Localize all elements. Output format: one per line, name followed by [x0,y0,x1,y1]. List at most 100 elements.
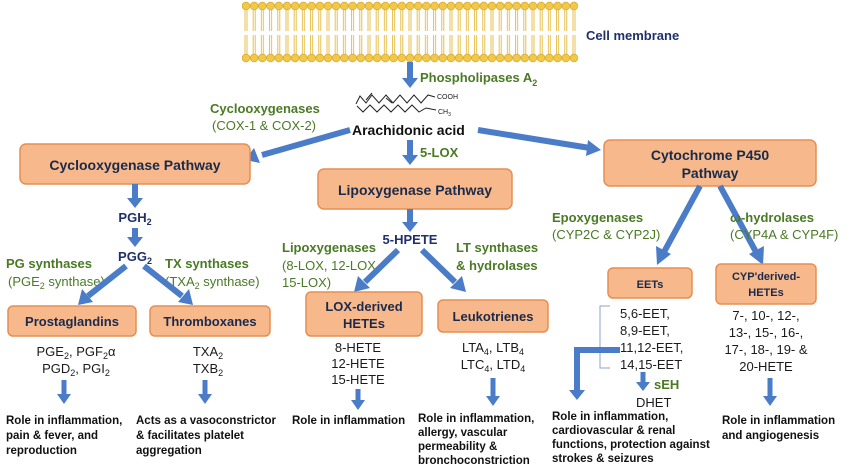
role-text-line: cardiovascular & renal [552,425,675,437]
arrow-hete-to-role [351,389,365,410]
arrow-eet-to-role [569,347,620,400]
eet-bracket [599,305,610,369]
cyp-hete-list-item: 7-, 10-, 12-, [732,308,799,323]
cytochrome-p450-pathway-box: Cytochrome P450 Pathway [603,139,817,187]
arrow-cox-to-pgh2 [127,184,143,208]
role-text-line: aggregation [136,445,202,457]
leukotrienes-title: Leukotrienes [453,309,534,324]
phospholipases-label: Phospholipases A2 [420,70,537,88]
cell-membrane-label: Cell membrane [586,28,679,43]
dhet-label: DHET [636,395,671,410]
lt-synthases-label: LT synthases [456,240,538,255]
eets-box: EETs [607,267,693,299]
eet-list-item: 8,9-EET, [620,323,670,338]
cell-membrane-graphic [242,0,578,64]
lox-derived-hetes-title-line1: LOX-derived [325,299,402,314]
pge2-synthase-label: (PGE2 synthase) [8,274,105,291]
5-lox-label: 5-LOX [420,145,459,160]
pgg2-label: PGG2 [118,249,152,266]
arrow-cyp-to-eets [656,184,703,265]
cytochrome-p450-title-line2: Pathway [682,165,739,181]
lipoxygenase-pathway-title: Lipoxygenase Pathway [338,182,492,198]
lipoxygenases-isoforms-line2: 15-LOX) [282,275,331,290]
role-text-line: and angiogenesis [722,430,819,442]
role-eets: Role in inflammation, cardiovascular & r… [552,411,710,465]
eet-list-item: 14,15-EET [620,357,682,372]
arachidonic-acid-structure [355,92,437,113]
pg-list-line2: PGD2, PGI2 [42,361,110,378]
tx-synthases-label: TX synthases [165,256,249,271]
tx-list-line1: TXA2 [193,344,223,361]
thromboxanes-box: Thromboxanes [149,305,271,337]
arrow-lox-to-5hpete [402,209,418,232]
epoxygenases-label: Epoxygenases [552,210,643,225]
cyp-derived-hetes-title-line1: CYP'derived- [732,271,800,283]
role-text-line: strokes & seizures [552,453,654,465]
hete-list-item: 8-HETE [335,340,382,355]
arrow-pgh2-to-pgg2 [127,228,143,247]
cyclooxygenases-label: Cyclooxygenases [210,101,320,116]
arrow-cyp-to-cyp-hetes [717,184,764,265]
arrow-membrane-to-aa [402,62,418,88]
cytochrome-p450-title-line1: Cytochrome P450 [651,147,769,163]
arrow-pg-to-role [57,380,71,404]
role-text-line: Acts as a vasoconstrictor [136,415,277,427]
role-cyp-hetes: Role in inflammation and angiogenesis [722,415,835,442]
cyclooxygenase-pathway-box: Cyclooxygenase Pathway [19,143,251,185]
leukotrienes-box: Leukotrienes [437,299,549,333]
role-leukotrienes: Role in inflammation, allergy, vascular … [418,413,534,467]
pg-synthases-label: PG synthases [6,256,92,271]
eet-list-item: 11,12-EET, [620,340,683,355]
prostaglandins-title: Prostaglandins [25,314,119,329]
omega-hydrolases-isoforms-label: (CYP4A & CYP4F) [730,227,838,242]
role-text-line: & facilitates platelet [136,430,244,442]
role-text-line: Role in inflammation, [552,411,668,423]
arrow-5hpete-to-leukotrienes [419,247,466,292]
eet-list-item: 5,6-EET, [620,306,670,321]
role-text-line: allergy, vascular [418,427,508,439]
role-text-line: bronchoconstriction [418,455,530,467]
lt-list-line1: LTA4, LTB4 [462,340,524,357]
arrow-aa-to-lox [402,140,418,165]
lipoxygenases-label: Lipoxygenases [282,240,376,255]
omega-hydrolases-label: ω-hydrolases [730,210,814,225]
role-thromboxanes: Acts as a vasoconstrictor & facilitates … [136,415,277,457]
seh-label: sEH [654,377,679,392]
role-prostaglandins: Role in inflammation, pain & fever, and … [6,415,122,457]
role-lox-hetes: Role in inflammation [292,415,405,427]
cyclooxygenase-pathway-title: Cyclooxygenase Pathway [49,157,220,173]
lipoxygenases-isoforms-line1: (8-LOX, 12-LOX, [282,258,380,273]
epoxygenases-isoforms-label: (CYP2C & CYP2J) [552,227,660,242]
arrow-pgg2-to-thromboxanes [142,263,193,305]
cox-isoforms-label: (COX-1 & COX-2) [212,118,316,133]
lox-derived-hetes-box: LOX-derived HETEs [305,291,423,337]
molecule-cooh: COOH [437,94,458,101]
pgh2-label: PGH2 [118,210,151,227]
role-text-line: reproduction [6,445,77,457]
arrow-tx-to-role [198,380,212,404]
arrow-aa-to-cox [245,127,351,163]
lt-list-line2: LTC4, LTD4 [461,357,525,374]
lt-hydrolases-label: & hydrolases [456,258,538,273]
tx-list-line2: TXB2 [193,361,223,378]
lipoxygenase-pathway-box: Lipoxygenase Pathway [317,168,513,210]
5-hpete-label: 5-HPETE [383,232,438,247]
arachidonic-acid-label: Arachidonic acid [352,122,465,138]
cyp-hete-list-item: 17-, 18-, 19- & [724,342,807,357]
prostaglandins-box: Prostaglandins [7,305,137,337]
cyp-hete-list-item: 13-, 15-, 16-, [729,325,803,340]
cyp-derived-hetes-title-line2: HETEs [748,287,783,299]
hete-list-item: 15-HETE [331,372,385,387]
arrow-aa-to-cyp [477,127,601,156]
thromboxanes-title: Thromboxanes [163,314,256,329]
arrow-pgg2-to-prostaglandins [78,263,128,305]
hete-list-item: 12-HETE [331,356,385,371]
role-text-line: pain & fever, and [6,430,98,442]
cyp-derived-hetes-box: CYP'derived- HETEs [715,263,817,305]
arrow-cyp-hete-to-role [763,378,777,406]
pg-list-line1: PGE2, PGF2α [37,344,116,361]
arrow-lt-to-role [486,378,500,406]
txa2-synthase-label: (TXA2 synthase) [165,274,260,291]
role-text-line: functions, protection against [552,439,710,451]
